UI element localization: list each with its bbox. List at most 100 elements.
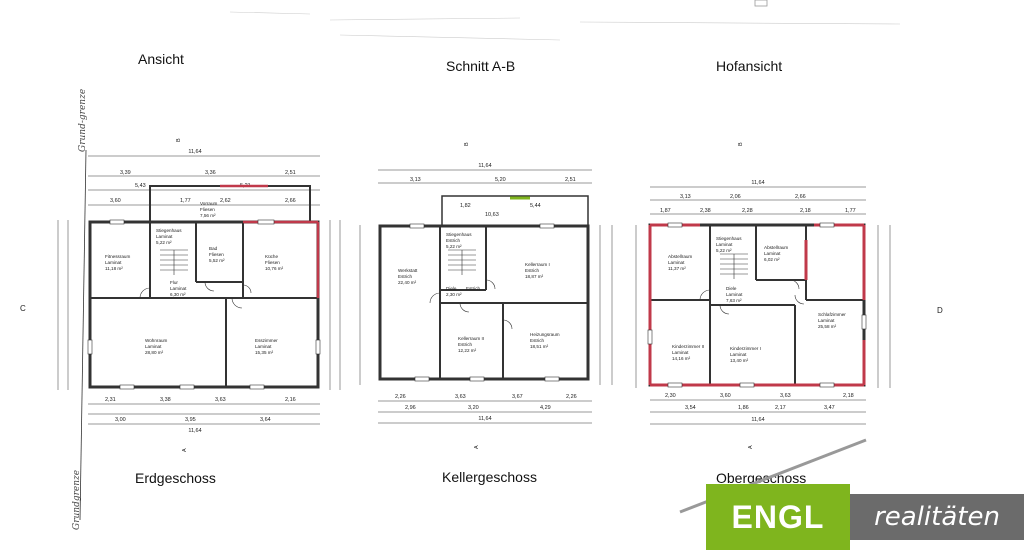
plan-obergeschoss: 11,64 B 3,13 2,06 2,66 1,87 2,38 2,28 2,… [635, 142, 891, 449]
eg-marker-b: B [176, 138, 182, 142]
kg-dim-2: 5,20 [495, 177, 506, 183]
eg-room-stiegenhaus-area: 5,22 m² [156, 240, 172, 245]
kg-room-diele-floor: Estrich [466, 286, 480, 291]
kg-room-heizungsraum: Heizungsraum [530, 332, 560, 337]
eg-dim-2: 3,36 [205, 170, 216, 176]
eg-bdim-7: 3,64 [260, 417, 271, 423]
kg-room-werkstatt-floor: Estrich [398, 274, 412, 279]
eg-room-wohnraum: Wohnraum [145, 338, 168, 343]
og-room-kinderzimmer-2-area: 14,16 m² [672, 356, 691, 361]
eg-bdim-3: 3,63 [215, 397, 226, 403]
title-obergeschoss: Obergeschoss [716, 470, 807, 486]
eg-bdim-2: 3,38 [160, 397, 171, 403]
kg-dim-3: 2,51 [565, 177, 576, 183]
og-room-stiegenhaus: Stiegenhaus [716, 236, 742, 241]
eg-room-kueche-area: 10,76 m² [265, 266, 284, 271]
kg-dim-7: 10,63 [485, 212, 499, 218]
eg-room-esszimmer-floor: Laminat [255, 344, 272, 349]
kg-room-kellerraum-1-area: 18,87 m² [525, 274, 544, 279]
plan-kellergeschoss: 11,64 B 3,13 5,20 2,51 1,82 5,44 10,63 [359, 142, 613, 449]
kg-bdim-3: 3,67 [512, 394, 523, 400]
kg-room-kellerraum-2: Kellerraum II [458, 336, 484, 341]
og-dim-1: 3,13 [680, 194, 691, 200]
eg-dim-9: 2,66 [285, 198, 296, 204]
eg-room-fitnessraum: Fitnessraum [105, 254, 130, 259]
og-dim-5: 2,38 [700, 208, 711, 214]
kg-room-heizungsraum-area: 18,51 m² [530, 344, 549, 349]
kg-marker-a: A [474, 445, 480, 449]
kg-dim-1: 3,13 [410, 177, 421, 183]
kg-room-stiegenhaus: Stiegenhaus [446, 232, 472, 237]
og-bdim-1: 2,30 [665, 393, 676, 399]
og-overall-width: 11,64 [751, 180, 764, 186]
og-room-schlafzimmer: Schlafzimmer [818, 312, 846, 317]
og-dim-4: 1,87 [660, 208, 671, 214]
og-room-abstellraum-2-floor: Laminat [764, 251, 781, 256]
eg-marker-a: A [182, 448, 188, 452]
kg-overall-width: 11,64 [478, 163, 491, 169]
kg-room-stiegenhaus-area: 5,22 m² [446, 244, 462, 249]
og-bdim-3: 3,63 [780, 393, 791, 399]
og-room-labels: Abstellraum Laminat 11,37 m² Stiegenhaus… [668, 236, 846, 363]
og-room-diele-floor: Laminat [726, 292, 743, 297]
og-room-diele: Diele [726, 286, 737, 291]
kg-dim-6: 5,44 [530, 203, 541, 209]
og-dim-8: 1,77 [845, 208, 856, 214]
eg-room-fitnessraum-area: 11,18 m² [105, 266, 123, 271]
eg-room-wohnraum-floor: Laminat [145, 344, 162, 349]
og-bdim-7: 2,17 [775, 405, 786, 411]
og-room-kinderzimmer-1-floor: Laminat [730, 352, 747, 357]
scan-noise [229, 11, 901, 41]
kg-room-diele: Diele [446, 286, 457, 291]
kg-room-kellerraum-1: Kellerraum I [525, 262, 550, 267]
eg-room-flur: Flur [170, 280, 178, 285]
engl-realitaeten-logo: ENGL realitäten [706, 484, 1024, 553]
og-dim-7: 2,18 [800, 208, 811, 214]
eg-dim-6: 3,60 [110, 198, 121, 204]
kg-bdim-4: 2,26 [566, 394, 577, 400]
og-bdim-8: 3,47 [824, 405, 835, 411]
property-line [79, 149, 87, 521]
eg-room-bad-floor: Fliesen [209, 252, 224, 257]
axis-marker-d: D [937, 306, 943, 315]
kg-room-werkstatt-area: 22,40 m² [398, 280, 417, 285]
title-kellergeschoss: Kellergeschoss [442, 469, 537, 485]
eg-room-vorraum-floor: Fliesen [200, 207, 215, 212]
og-room-abstellraum-1: Abstellraum [668, 254, 692, 259]
eg-room-bad: Bad [209, 246, 218, 251]
kg-bdim-2: 3,63 [455, 394, 466, 400]
kg-dim-4: 1,82 [460, 203, 471, 209]
eg-dim-8: 2,62 [220, 198, 231, 204]
eg-room-bad-area: 5,52 m² [209, 258, 225, 263]
eg-dim-1: 3,39 [120, 170, 131, 176]
title-hofansicht: Hofansicht [716, 58, 783, 74]
kg-room-stiegenhaus-floor: Estrich [446, 238, 460, 243]
title-schnitt-ab: Schnitt A-B [446, 58, 516, 74]
kg-bdim-5: 2,96 [405, 405, 416, 411]
og-room-abstellraum-2-area: 6,02 m² [764, 257, 780, 262]
kg-room-diele-area: 2,30 m² [446, 292, 462, 297]
og-dim-3: 2,66 [795, 194, 806, 200]
og-room-schlafzimmer-area: 25,58 m² [818, 324, 837, 329]
kg-room-labels: Werkstatt Estrich 22,40 m² Stiegenhaus E… [398, 232, 560, 353]
logo-engl: ENGL [706, 484, 850, 550]
og-room-kinderzimmer-2-floor: Laminat [672, 350, 689, 355]
eg-room-esszimmer-area: 15,35 m² [255, 350, 274, 355]
eg-overall-width-bottom: 11,64 [188, 428, 201, 434]
og-overall-width-bottom: 11,64 [751, 417, 764, 423]
og-bdim-2: 3,60 [720, 393, 731, 399]
axis-marker-c: C [20, 304, 26, 313]
eg-bdim-4: 2,16 [285, 397, 296, 403]
og-room-abstellraum-2: Abstellraum [764, 245, 788, 250]
kg-bdim-1: 2,26 [395, 394, 406, 400]
og-room-abstellraum-1-area: 11,37 m² [668, 266, 686, 271]
eg-bdim-1: 2,31 [105, 397, 116, 403]
kg-bdim-7: 4,29 [540, 405, 551, 411]
kg-room-heizungsraum-floor: Estrich [530, 338, 544, 343]
eg-dim-3: 2,51 [285, 170, 296, 176]
kg-marker-b: B [464, 142, 470, 146]
eg-room-labels: Fitnessraum Laminat 11,18 m² Stiegenhaus… [105, 201, 284, 355]
eg-bdim-5: 3,00 [115, 417, 126, 423]
plan-erdgeschoss: 11,64 B 3,39 3,36 2,51 5,43 5,21 3,60 1,… [57, 138, 341, 452]
